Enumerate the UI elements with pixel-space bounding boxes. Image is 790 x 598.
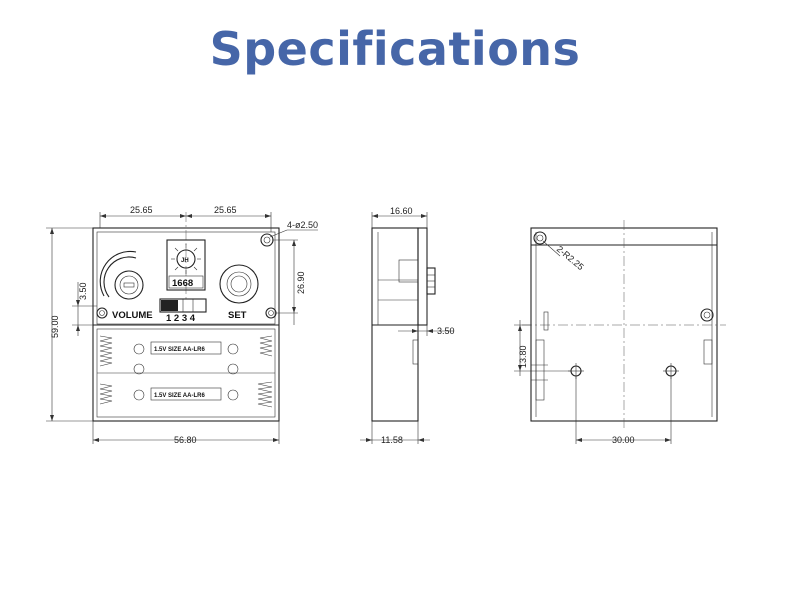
contact-icon <box>133 389 145 401</box>
dip-switch-slider <box>161 300 178 311</box>
back-view: 2-R2.25 13.80 30.00 <box>514 220 726 445</box>
set-label: SET <box>228 310 247 321</box>
page-title: Specifications <box>209 22 581 76</box>
mount-hole-left <box>96 307 108 319</box>
dim-total-height: 59.00 <box>50 315 60 338</box>
volume-arc <box>99 250 137 297</box>
model-number: 1668 <box>172 278 193 289</box>
mount-hole-top-right <box>260 233 274 247</box>
side-front-panel <box>417 227 428 326</box>
dim-right-height: 26.90 <box>296 271 306 294</box>
contact-icon <box>227 343 239 355</box>
dim-back-left-height: 13.80 <box>518 345 528 368</box>
back-hole-right <box>700 308 714 322</box>
back-clip-left <box>535 339 545 401</box>
model-box <box>168 275 204 289</box>
contact-icon <box>133 363 145 375</box>
dim-side-bottom: 11.58 <box>381 435 403 445</box>
battery-label-top: 1.5V SIZE AA-LR6 <box>154 347 205 353</box>
back-hole-top-left <box>533 231 547 245</box>
volume-label: VOLUME <box>112 310 153 321</box>
spring-left-bottom-icon <box>99 383 113 405</box>
dip-numbers: 1 2 3 4 <box>166 313 196 324</box>
spring-left-top-icon <box>99 335 113 367</box>
front-view: JH 1668 1 2 3 4 VOLUME SET <box>46 205 318 445</box>
set-button-inner <box>226 271 252 297</box>
battery-label-bottom: 1.5V SIZE AA-LR6 <box>154 393 205 399</box>
contact-icon <box>133 343 145 355</box>
side-clip <box>412 339 419 365</box>
dim-hole-note: 4-ø2.50 <box>287 220 318 230</box>
side-notch <box>398 259 419 283</box>
dim-bottom-width: 56.80 <box>174 435 197 445</box>
volume-knob-slot <box>123 282 135 288</box>
volume-arc-inner <box>103 256 137 298</box>
set-button-core <box>230 275 248 293</box>
back-clip-right <box>703 339 713 365</box>
dim-left-small: 3.50 <box>78 282 88 300</box>
mount-hole-right <box>265 307 277 319</box>
dim-corner-note: 2-R2.25 <box>555 244 586 272</box>
dim-side-offset: 3.50 <box>437 326 455 336</box>
dim-hole-spacing: 30.00 <box>612 435 635 445</box>
contact-icon <box>227 363 239 375</box>
dim-top-right: 25.65 <box>214 205 237 215</box>
set-button[interactable] <box>219 264 259 304</box>
dim-side-top: 16.60 <box>390 206 413 216</box>
sun-logo-icon <box>171 244 201 274</box>
logo-box <box>166 239 206 291</box>
battery-label-box-top <box>150 341 222 355</box>
contact-icon <box>227 389 239 401</box>
volume-knob[interactable] <box>114 270 144 300</box>
dim-top-left: 25.65 <box>130 205 153 215</box>
volume-knob-inner <box>119 275 139 295</box>
spring-right-bottom-icon <box>257 381 273 408</box>
logo-text: JH <box>181 258 189 264</box>
back-clip-tab <box>543 311 549 331</box>
battery-label-box-bottom <box>150 387 222 401</box>
side-view: 16.60 3.50 11.58 <box>360 206 455 445</box>
spring-right-top-icon <box>259 335 273 357</box>
